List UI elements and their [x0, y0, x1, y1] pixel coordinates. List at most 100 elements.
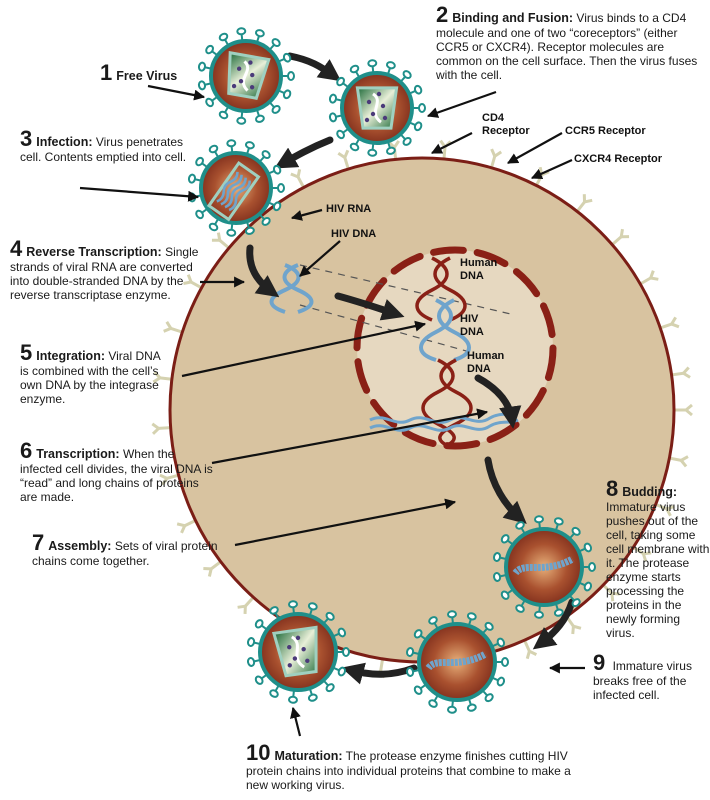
capsid-icon: [206, 161, 261, 222]
step-text: The protease enzyme finishes cutting HIV…: [246, 749, 571, 792]
callout-arrow-hiv-dna: [299, 240, 341, 277]
receptor-icon: [565, 615, 582, 635]
callout-arrow-1: [147, 84, 206, 101]
process-arrow-2-3: [274, 136, 334, 169]
hiv-dna-cytoplasm: [269, 263, 314, 314]
process-arrow-5-6: [474, 374, 522, 429]
receptor-icon: [632, 545, 652, 562]
step-title: Assembly:: [48, 539, 112, 553]
callout-arrow-5: [181, 320, 427, 378]
hiv-dna-nucleus-line1: HIV: [460, 313, 479, 325]
process-arrow-8-9: [532, 598, 576, 650]
callout-arrow-7: [234, 498, 457, 547]
process-arrow-6-7: [484, 456, 527, 524]
step-text: Immature virus breaks free of the infect…: [593, 659, 692, 702]
receptor-icon: [211, 232, 230, 250]
receptor-icon: [639, 270, 659, 286]
step-number: 9: [593, 650, 606, 675]
step-number: 6: [20, 438, 33, 463]
step-number: 3: [20, 126, 33, 151]
cd4-line1: CD4: [482, 112, 505, 124]
capsid-icon: [271, 625, 318, 678]
virus-infecting: [187, 139, 285, 237]
receptor-icon: [337, 149, 350, 170]
callout-arrow-3: [79, 186, 200, 202]
receptor-icon: [203, 560, 222, 577]
human-dna-helix-bottom: [421, 358, 473, 448]
cd4-receptor-label: CD4 Receptor: [482, 112, 530, 138]
step-number: 8: [606, 476, 619, 501]
human-dna-helix-top: [415, 256, 467, 322]
virus-free: [197, 27, 295, 125]
hiv-dna-nucleus-line2: DNA: [460, 326, 484, 338]
step-title: Maturation:: [274, 749, 343, 763]
callout-arrow-hiv-rna: [290, 208, 323, 221]
hiv-dna-label: HIV DNA: [331, 228, 377, 240]
receptor-icon: [159, 473, 179, 486]
step-text: Sets of viral protein chains come togeth…: [32, 539, 218, 568]
step-text: Virus binds to a CD4 molecule and one of…: [436, 11, 698, 82]
step-title: Budding:: [622, 485, 678, 499]
virus-immature-free: [405, 610, 509, 714]
callout-arrow-cd4: [431, 132, 473, 154]
step-title: Reverse Transcription:: [26, 245, 162, 259]
step-number: 4: [10, 236, 23, 261]
step-title: Free Virus: [116, 69, 178, 83]
callout-arrow-cxcr4: [530, 158, 573, 180]
receptor-icon: [611, 228, 630, 246]
callout-arrow-2: [426, 90, 497, 118]
step-title: Binding and Fusion:: [452, 11, 574, 25]
step-title: Integration:: [36, 349, 105, 363]
step-number: 7: [32, 530, 45, 555]
receptor-icon: [151, 422, 171, 435]
virus-mature: [246, 600, 350, 704]
process-arrow-1-2: [286, 52, 342, 82]
receptor-icon: [237, 596, 255, 615]
step-title: Infection:: [36, 135, 93, 149]
step-title: Transcription:: [36, 447, 120, 461]
capsid-icon: [227, 51, 271, 100]
cd4-line2: Receptor: [482, 125, 530, 137]
zoom-guide-line: [299, 304, 471, 353]
step-text: Single strands of viral RNA are converte…: [10, 245, 199, 302]
step-text: Immature virus pushes out of the cell, t…: [606, 500, 710, 640]
step-text: Virus penetrates cell. Contents emptied …: [20, 135, 187, 164]
step-9-label: 9 Immature virus breaks free of the infe…: [593, 650, 703, 703]
human-dna-top-line1: Human: [460, 257, 498, 269]
hiv-dna-nucleus-label: HIV DNA: [460, 313, 484, 339]
human-dna-bottom-label: Human DNA: [467, 350, 504, 376]
receptor-icon: [183, 274, 203, 290]
cxcr4-receptor-label: CXCR4 Receptor: [574, 153, 663, 165]
process-arrow-3-4: [246, 244, 280, 298]
viral-mrna: [369, 410, 519, 432]
receptor-icon: [176, 519, 197, 534]
callout-arrow-10: [290, 706, 302, 737]
human-dna-bottom-line1: Human: [467, 350, 505, 362]
receptor-icon: [575, 194, 593, 213]
callout-arrow-ccr5: [507, 132, 563, 164]
receptor-icon: [671, 366, 691, 379]
receptor-icon: [659, 316, 680, 330]
receptor-icon: [523, 639, 538, 660]
human-dna-bottom-line2: DNA: [467, 363, 491, 375]
human-dna-top-label: Human DNA: [460, 257, 497, 283]
receptor-icon: [602, 583, 620, 602]
process-arrow-4-5: [334, 292, 405, 321]
step-number: 5: [20, 340, 33, 365]
callout-arrow-6: [211, 408, 489, 465]
receptor-icon: [655, 503, 675, 517]
hiv-dna-integrated: [419, 298, 471, 362]
step-text: Viral DNA is combined with the cell’s ow…: [20, 349, 161, 406]
zoom-guide-line: [299, 264, 516, 316]
step-text: When the infected cell divides, the vira…: [20, 447, 213, 504]
